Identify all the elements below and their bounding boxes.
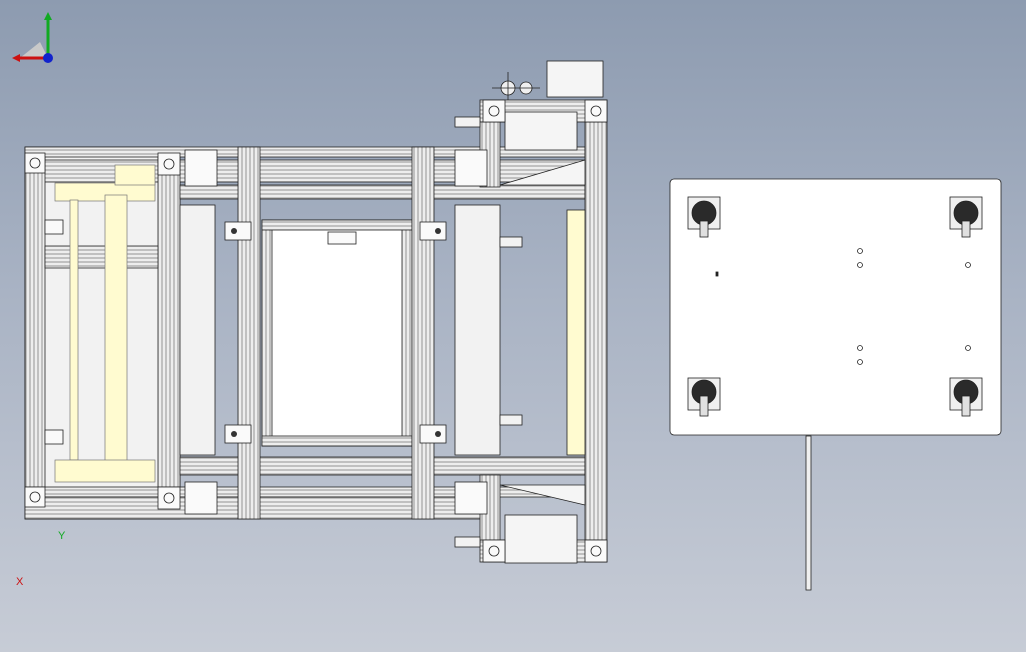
right-post [584,99,608,563]
bottom-rail [24,486,586,498]
caster-top-left [687,196,721,238]
right-shaft [566,209,586,456]
top-rail [24,146,586,158]
center-left-panel [179,204,216,456]
top-motor-plate [504,111,578,151]
y-axis-label: Y [58,530,66,542]
center-right-panel [454,204,501,456]
inner-window [261,219,413,447]
valve-fitting [492,72,540,100]
motor-box [546,60,604,98]
left-frame-outline [24,146,181,520]
left-post [24,156,46,488]
left-cross-rail [44,245,159,269]
x-axis-label: X [16,576,24,588]
mid-column-right [411,146,435,520]
coordinate-triad [12,12,53,63]
base-plate [669,178,1002,436]
caster-plate-assembly [669,178,1002,591]
bottom-motor-plate [504,514,578,564]
left-shaft-assembly [54,164,156,483]
mid-column-left [237,146,261,520]
inner-left-post [157,156,181,488]
stand-rod [805,435,812,591]
plate-holes [857,248,971,365]
top-rail-inner [24,159,586,183]
caster-bottom-right [949,377,983,417]
caster-top-right [949,196,983,238]
main-frame-assembly [24,60,608,564]
caster-bottom-left [687,377,721,417]
